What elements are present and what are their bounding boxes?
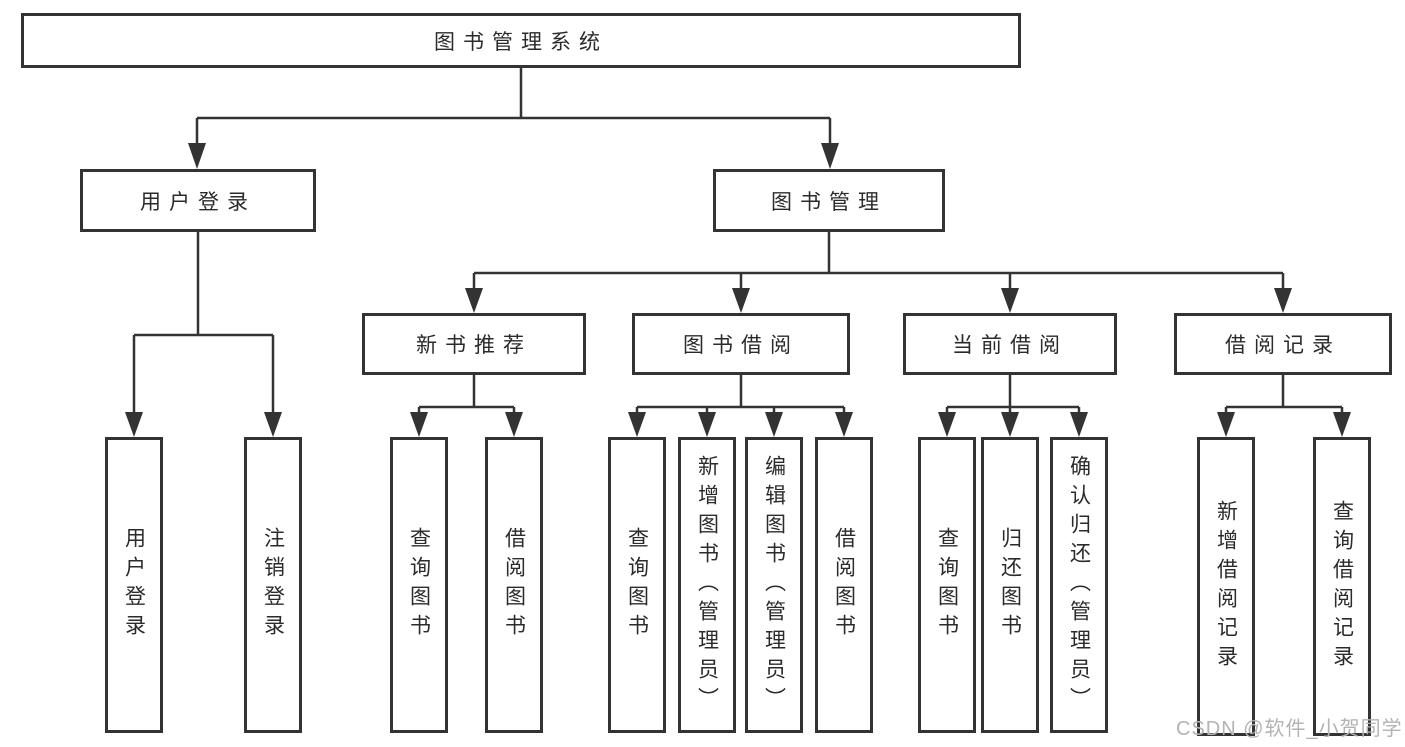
leaf-label: 新增图书（管理员） [695,454,719,716]
leaf-label: 查询借阅记录 [1330,499,1354,674]
arrowhead [1333,412,1351,437]
arrowhead [1001,412,1019,437]
connector-root-to-level2 [195,66,832,144]
leaf-confirm-return-admin: 确认归还（管理员） [1050,437,1108,733]
leaf-return-books: 归还图书 [981,437,1039,733]
arrowhead [1217,412,1235,437]
arrowhead [505,412,523,437]
node-book-management: 图书管理 [713,169,945,232]
node-current-borrowing: 当前借阅 [903,313,1117,375]
leaf-label: 查询图书 [935,527,959,643]
arrowhead [188,143,206,169]
node-root: 图书管理系统 [21,13,1021,68]
leaf-label: 借阅图书 [832,527,856,643]
leaf-label: 借阅图书 [502,527,526,643]
leaf-borrow-books: 借阅图书 [815,437,873,733]
arrowhead [938,412,956,437]
connector-book-management-children [472,231,1285,288]
arrowhead [732,288,750,313]
arrowhead [1274,288,1292,313]
node-book-borrowing: 图书借阅 [632,313,850,375]
leaf-add-books-admin: 新增图书（管理员） [678,437,736,733]
leaf-label: 注销登录 [261,527,285,643]
arrowhead [1001,288,1019,313]
arrowhead [1070,412,1088,437]
leaf-query-books-borrowing: 查询图书 [608,437,666,733]
arrowhead [821,143,839,169]
leaf-query-books-recommend: 查询图书 [390,437,448,733]
leaf-label: 查询图书 [407,527,431,643]
connector-new-book-children [417,373,516,412]
leaf-edit-books-admin: 编辑图书（管理员） [745,437,803,733]
leaf-label: 用户登录 [122,527,146,643]
arrowhead [835,412,853,437]
connector-user-login-children [132,231,275,412]
csdn-watermark: CSDN @软件_小贺同学 [1176,718,1403,740]
node-user-login: 用户登录 [80,169,316,232]
leaf-label: 确认归还（管理员） [1067,454,1091,716]
leaf-borrow-books-recommend: 借阅图书 [485,437,543,733]
leaf-user-login: 用户登录 [105,437,163,733]
leaf-query-books-current: 查询图书 [918,437,976,733]
connector-borrowing-records-children [1224,373,1344,412]
arrowhead [410,412,428,437]
arrowhead [628,412,646,437]
leaf-add-borrow-record: 新增借阅记录 [1197,437,1255,736]
arrowhead [698,412,716,437]
node-new-book-recommend: 新书推荐 [362,313,586,375]
connector-current-borrowing-children [945,373,1081,412]
arrowhead [125,412,143,437]
arrowhead [264,412,282,437]
leaf-query-borrow-record: 查询借阅记录 [1313,437,1371,736]
leaf-label: 编辑图书（管理员） [762,454,786,716]
arrowhead [465,288,483,313]
leaf-label: 查询图书 [625,527,649,643]
connector-book-borrowing-children [635,373,846,412]
leaf-label: 归还图书 [998,527,1022,643]
leaf-label: 新增借阅记录 [1214,499,1238,674]
arrowhead [765,412,783,437]
node-borrowing-records: 借阅记录 [1174,313,1392,375]
leaf-logout: 注销登录 [244,437,302,733]
